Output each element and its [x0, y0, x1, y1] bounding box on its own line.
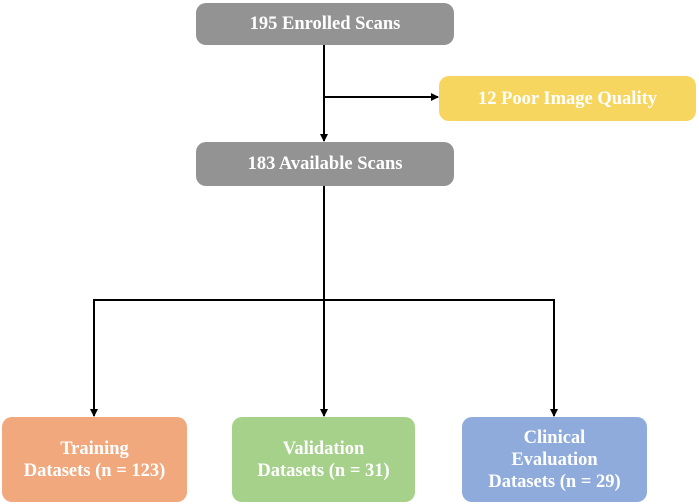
enrolled-scans-label: 195 Enrolled Scans — [249, 14, 401, 34]
enrolled-scans-box: 195 Enrolled Scans — [196, 3, 454, 45]
training-title: Training — [60, 438, 129, 459]
available-scans-box: 183 Available Scans — [196, 142, 454, 186]
validation-datasets-box: Validation Datasets (n = 31) — [232, 417, 415, 502]
validation-title: Validation — [282, 438, 365, 459]
poor-image-quality-box: 12 Poor Image Quality — [439, 76, 696, 121]
clinical-title: Clinical — [523, 427, 586, 448]
poor-image-quality-label: 12 Poor Image Quality — [478, 88, 657, 109]
validation-count: Datasets (n = 31) — [257, 460, 390, 481]
clinical-subtitle: Evaluation — [511, 449, 598, 470]
training-count: Datasets (n = 123) — [23, 460, 166, 481]
available-scans-label: 183 Available Scans — [247, 154, 403, 174]
clinical-count: Datasets (n = 29) — [488, 471, 621, 492]
training-datasets-box: Training Datasets (n = 123) — [2, 417, 187, 502]
clinical-evaluation-datasets-box: Clinical Evaluation Datasets (n = 29) — [462, 417, 647, 502]
